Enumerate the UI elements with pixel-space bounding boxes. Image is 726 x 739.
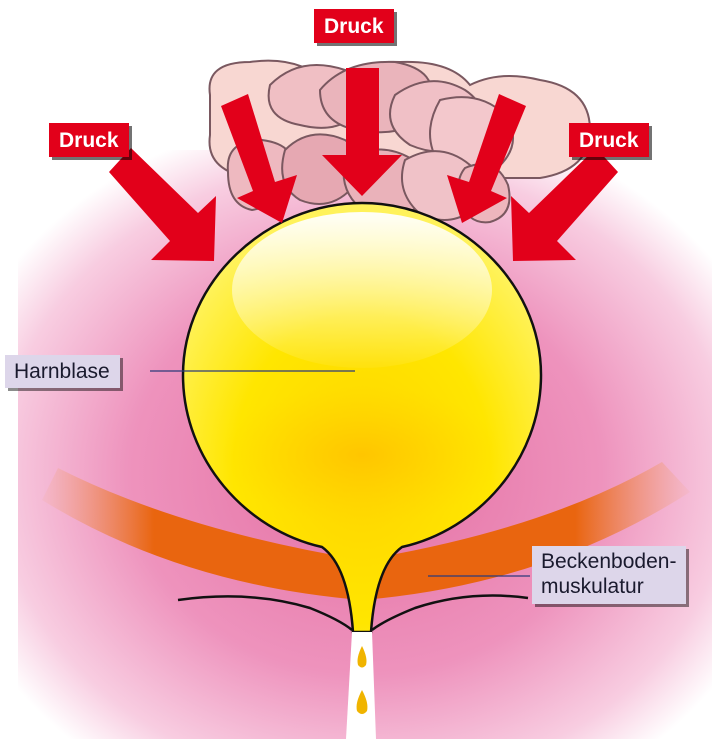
pelvic-floor-callout-line2: muskulatur [541, 574, 676, 599]
bladder-highlight [232, 212, 492, 368]
pelvic-floor-callout: Beckenboden- muskulatur [532, 546, 686, 604]
pressure-label-left: Druck [49, 123, 129, 157]
pressure-label-top: Druck [314, 9, 394, 43]
pelvic-floor-callout-line1: Beckenboden- [541, 549, 676, 574]
pressure-label-right: Druck [569, 123, 649, 157]
bladder-callout: Harnblase [5, 355, 120, 388]
